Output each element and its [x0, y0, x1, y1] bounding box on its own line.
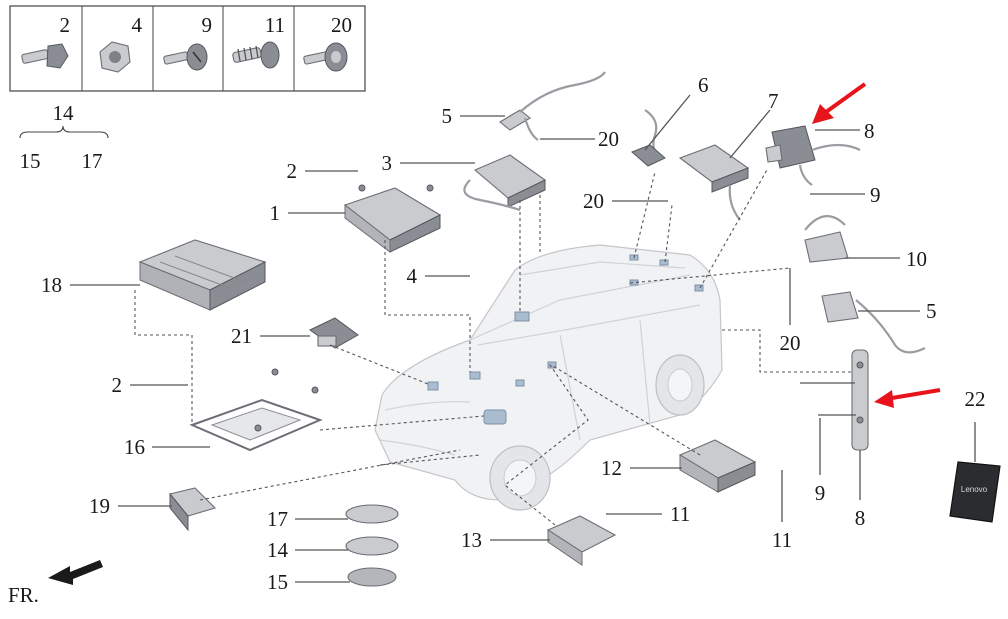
part-7-module	[678, 144, 750, 221]
part-8-rail	[851, 349, 869, 451]
callout-20-upper: 20	[598, 127, 619, 151]
callout-5-upper: 5	[442, 104, 453, 128]
callout-22: 22	[965, 387, 986, 411]
part-5-cable-upper	[499, 71, 606, 141]
front-direction-indicator: FR.	[8, 560, 103, 607]
callout-20-lower: 20	[780, 331, 801, 355]
hardware-box: 2 4 9 11 20	[9, 5, 366, 92]
callout-19: 19	[89, 494, 110, 518]
part-1-module	[343, 184, 442, 254]
highlight-arrow-upper	[812, 82, 867, 124]
callout-9-upper: 9	[870, 183, 881, 207]
callout-8-lower: 8	[855, 506, 866, 530]
part-22-tablet-device: Lenovo	[949, 461, 1001, 523]
callout-13: 13	[461, 528, 482, 552]
callout-2-upper: 2	[287, 159, 298, 183]
hardware-label-20: 20	[331, 13, 352, 37]
part-16-mounting-bracket	[189, 368, 323, 452]
callout-2-lower: 2	[112, 373, 123, 397]
part-15-pad	[347, 567, 397, 587]
front-label: FR.	[8, 583, 39, 607]
bracket-label-15: 15	[20, 149, 41, 173]
hex-nut-icon	[99, 41, 131, 73]
device-logo-text: Lenovo	[961, 485, 988, 494]
part-18-controller	[138, 239, 267, 311]
callout-9-lower: 9	[815, 481, 826, 505]
highlight-arrow-lower	[874, 388, 941, 408]
hardware-label-4: 4	[132, 13, 143, 37]
part-8-device-upper	[765, 125, 861, 186]
callout-15: 15	[267, 570, 288, 594]
hardware-box-frame	[9, 5, 366, 92]
callout-11-middle: 11	[670, 502, 690, 526]
part-21-sensor	[309, 317, 359, 349]
callout-10: 10	[906, 247, 927, 271]
callout-4: 4	[407, 264, 418, 288]
bolt-kit-bracket: 14 15 17	[19, 101, 109, 173]
vehicle-silhouette	[374, 244, 723, 511]
part-3-antenna-module	[463, 154, 547, 212]
flange-bolt-icon	[21, 43, 69, 69]
callout-12: 12	[601, 456, 622, 480]
round-head-bolt-icon	[303, 42, 348, 72]
callout-1: 1	[270, 201, 281, 225]
part-13-module	[546, 515, 617, 566]
front-module-mark	[483, 409, 507, 425]
callout-3: 3	[382, 151, 393, 175]
callout-8-upper: 8	[864, 119, 875, 143]
part-17-pad	[345, 504, 399, 524]
bracket-label-17: 17	[82, 149, 103, 173]
part-12-module	[678, 439, 757, 493]
part-14-pad	[345, 536, 399, 556]
callout-14: 14	[267, 538, 289, 562]
callout-18: 18	[41, 273, 62, 297]
hardware-label-9: 9	[202, 13, 213, 37]
callout-17: 17	[267, 507, 288, 531]
pan-screw-icon	[163, 43, 208, 71]
callout-21: 21	[231, 324, 252, 348]
hardware-label-11: 11	[265, 13, 285, 37]
dotted-connection-lines	[134, 167, 852, 526]
leader-lines	[70, 94, 976, 583]
front-arrow-icon	[48, 560, 103, 585]
part-6-bracket	[631, 109, 666, 167]
bracket-label-14: 14	[53, 101, 75, 125]
callout-labels: 2 1 3 4 5 20 6 7 8 20 9 10 5 20 18 21 2 …	[41, 73, 986, 594]
callout-5-lower: 5	[926, 299, 937, 323]
callout-7: 7	[768, 89, 779, 113]
part-19-connector-module	[169, 487, 217, 532]
part-5-cable-lower	[821, 291, 926, 354]
callout-6: 6	[698, 73, 709, 97]
callout-20-middle: 20	[583, 189, 604, 213]
coarse-thread-screw-icon	[232, 41, 280, 69]
callout-16: 16	[124, 435, 145, 459]
part-10-bracket	[804, 215, 849, 263]
callout-11-right: 11	[772, 528, 792, 552]
hardware-label-2: 2	[60, 13, 71, 37]
